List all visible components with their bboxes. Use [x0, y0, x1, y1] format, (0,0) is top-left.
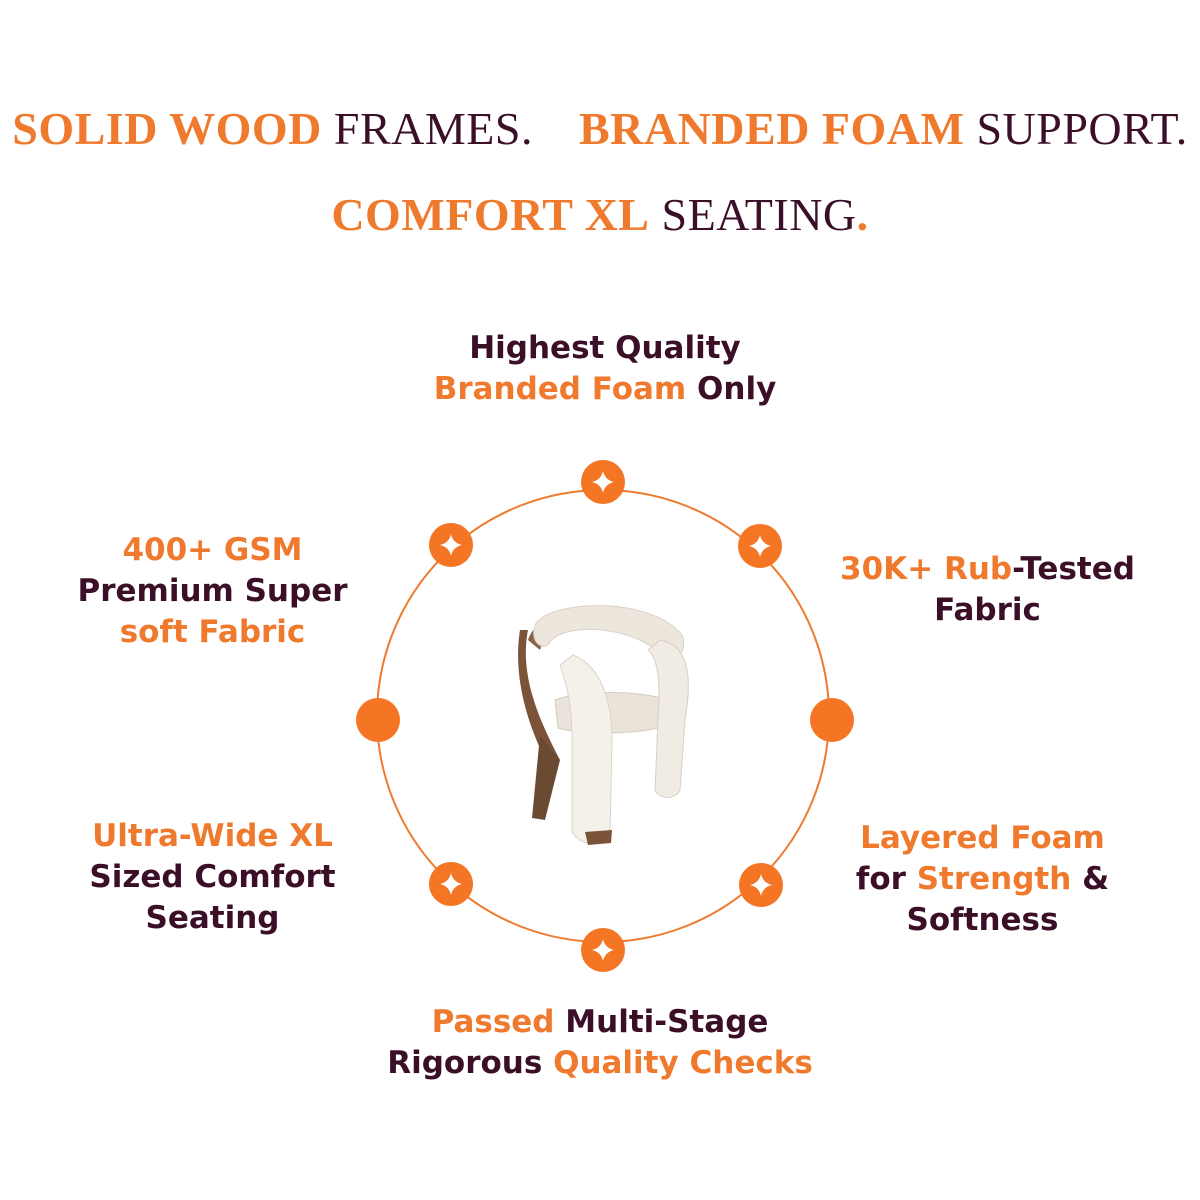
- feature-ultra-wide: Ultra-Wide XL Sized Comfort Seating: [40, 816, 385, 939]
- feature-text: Seating: [145, 900, 280, 936]
- feature-accent: 30K+ Rub: [840, 551, 1013, 587]
- sparkle-icon: [429, 523, 473, 567]
- sparkle-icon: [739, 863, 783, 907]
- sparkle-icon: [581, 460, 625, 504]
- feature-text: &: [1082, 861, 1110, 897]
- chair-image: [518, 605, 689, 845]
- sparkle-icon: [738, 524, 782, 568]
- feature-text: Fabric: [934, 592, 1041, 628]
- feature-rub-tested: 30K+ Rub-Tested Fabric: [810, 549, 1165, 631]
- feature-gsm-fabric: 400+ GSM Premium Super soft Fabric: [40, 530, 385, 653]
- ring-markers: [356, 460, 854, 972]
- headline-line-1: SOLID WOOD FRAMES. BRANDED FOAM SUPPORT.: [0, 102, 1200, 155]
- feature-text: -Tested: [1012, 551, 1135, 587]
- feature-accent: 400+ GSM: [122, 532, 303, 568]
- feature-text: Premium Super: [77, 573, 348, 609]
- feature-accent: Branded Foam: [433, 371, 687, 407]
- dot-icon: [810, 698, 854, 742]
- feature-text: Rigorous: [387, 1045, 543, 1081]
- feature-accent: soft Fabric: [119, 614, 306, 650]
- sparkle-icon: [429, 862, 473, 906]
- headline-comfort-xl: COMFORT XL: [331, 189, 650, 240]
- feature-text: Multi-Stage: [565, 1004, 769, 1040]
- feature-text: Sized Comfort: [89, 859, 336, 895]
- dot-icon: [356, 698, 400, 742]
- feature-accent: Quality Checks: [553, 1045, 813, 1081]
- headline-seating: SEATING: [661, 189, 857, 240]
- feature-quality-checks: Passed Multi-Stage Rigorous Quality Chec…: [360, 1002, 840, 1084]
- feature-accent: Passed: [431, 1004, 555, 1040]
- headline-support: SUPPORT.: [976, 103, 1188, 154]
- feature-text: Softness: [906, 902, 1059, 938]
- headline-branded-foam: BRANDED FOAM: [578, 103, 965, 154]
- headline-solid-wood: SOLID WOOD: [12, 103, 322, 154]
- feature-accent: Strength: [916, 861, 1072, 897]
- feature-layered-foam: Layered Foam for Strength & Softness: [810, 818, 1155, 941]
- feature-text: Only: [697, 371, 777, 407]
- feature-branded-foam: Highest Quality Branded Foam Only: [405, 328, 805, 410]
- sparkle-icon: [581, 928, 625, 972]
- feature-accent: Layered Foam: [860, 820, 1105, 856]
- feature-text: for: [855, 861, 906, 897]
- feature-text: Highest Quality: [469, 330, 741, 366]
- feature-accent: Ultra-Wide XL: [92, 818, 333, 854]
- headline-frames: FRAMES.: [333, 103, 533, 154]
- headline-dot: .: [856, 189, 869, 240]
- headline-line-2: COMFORT XL SEATING.: [0, 188, 1200, 241]
